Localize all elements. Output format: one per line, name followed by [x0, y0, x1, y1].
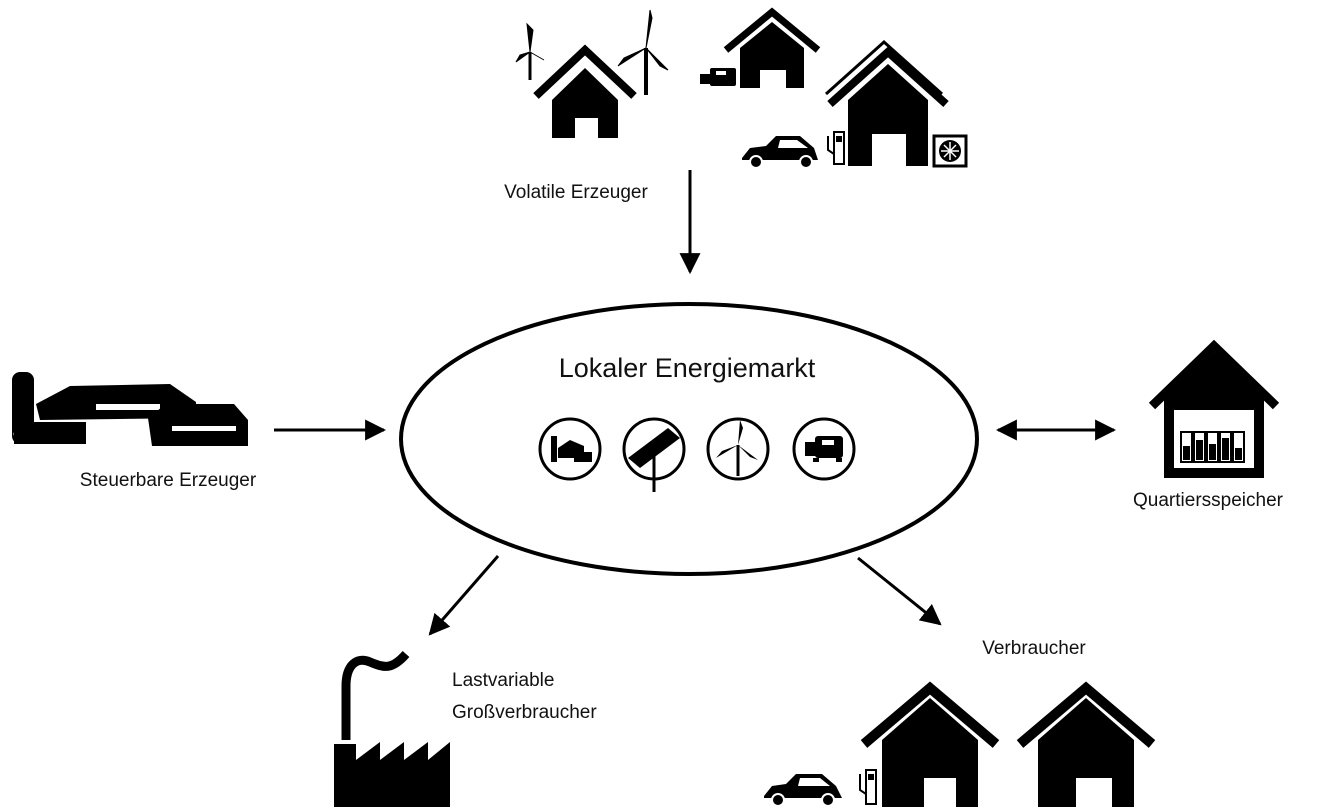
house-icon [1016, 681, 1156, 807]
controllable-producers-label: Steuerbare Erzeuger [80, 470, 257, 491]
biogas-plant-icon [538, 417, 602, 481]
volatile-producers-group: Volatile Erzeuger [504, 7, 968, 203]
consumers-label: Verbraucher [982, 638, 1086, 659]
market-title: Lokaler Energiemarkt [559, 353, 816, 383]
house-with-solar-icon [824, 39, 949, 166]
arrow-market-to-large-consumers [428, 555, 500, 636]
arrow-market-to-consumers [857, 556, 942, 626]
farm-biogas-icon [12, 372, 248, 446]
local-energy-market: Lokaler Energiemarkt [399, 302, 979, 576]
district-storage-label: Quartiersspeicher [1133, 490, 1284, 511]
house-icon [533, 44, 637, 138]
generator-icon [792, 417, 856, 481]
large-consumers-label-line2: Großverbraucher [452, 702, 597, 723]
house-icon [860, 681, 1000, 807]
heat-pump-icon [932, 134, 968, 168]
house-icon [723, 7, 821, 88]
large-consumers-label-line1: Lastvariable [452, 670, 554, 691]
controllable-producers-group: Steuerbare Erzeuger [12, 372, 257, 491]
wind-turbine-icon [515, 22, 545, 80]
charging-station-icon [827, 131, 845, 165]
market-ellipse [399, 302, 979, 576]
wind-turbine-icon [617, 9, 669, 95]
volatile-producers-label: Volatile Erzeuger [504, 182, 648, 203]
district-storage-group: Quartiersspeicher [1133, 339, 1284, 511]
car-icon [764, 774, 842, 807]
factory-icon [334, 650, 450, 807]
charging-station-icon [859, 769, 877, 805]
solar-panel-icon [622, 417, 686, 492]
car-icon [742, 136, 818, 169]
storage-house-icon [1148, 339, 1280, 478]
consumers-group: Verbraucher [764, 638, 1156, 807]
wind-turbine-icon [706, 417, 770, 481]
large-consumers-group: Lastvariable Großverbraucher [334, 650, 597, 807]
battery-icon [1180, 431, 1245, 463]
generator-icon [700, 68, 736, 86]
